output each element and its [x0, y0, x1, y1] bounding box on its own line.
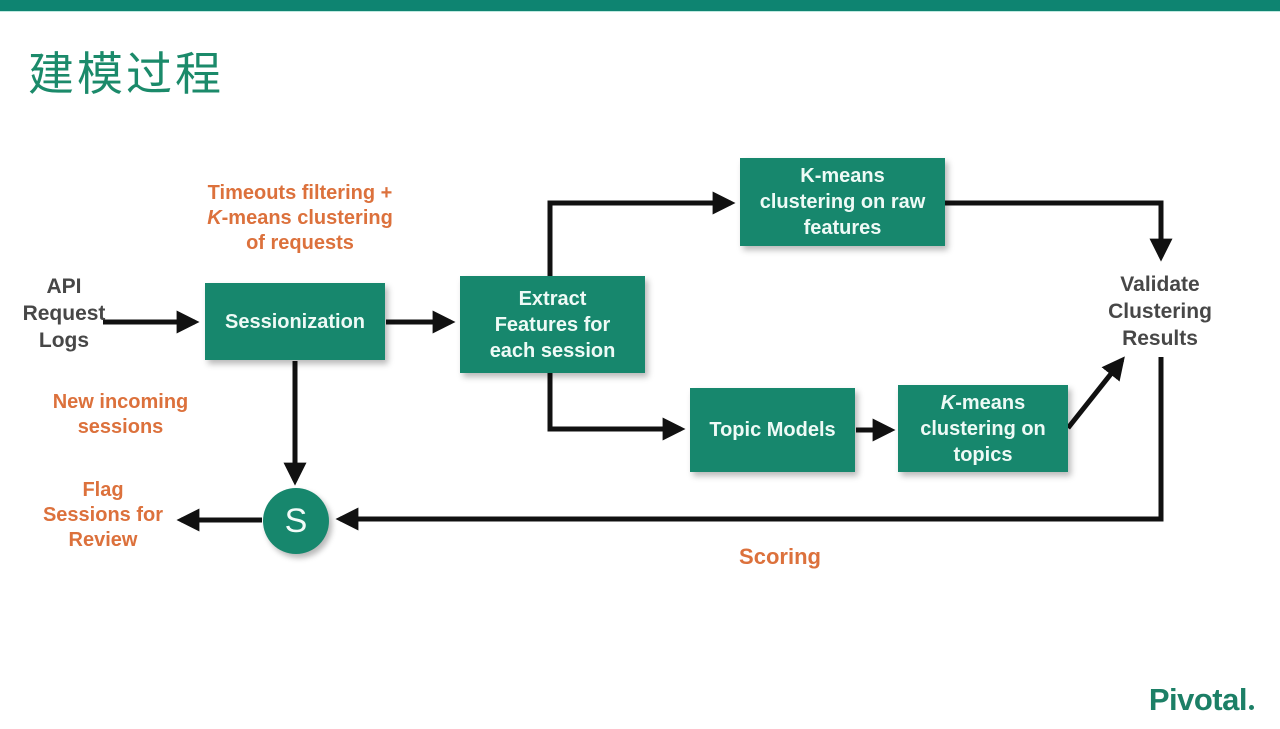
node-kmeans-topics: K-means clustering on topics: [898, 385, 1068, 472]
node-sessionization: Sessionization: [205, 283, 385, 360]
label-flag-sessions-for-review: Flag Sessions for Review: [42, 479, 164, 551]
top-accent-bar: [0, 0, 1280, 12]
arrow-kmeans-raw-to-validate: [945, 200, 1173, 262]
page-title: 建模过程: [28, 47, 224, 101]
trademark-dot-icon: [1249, 705, 1254, 710]
arrow-extract-to-kmeans-raw: [547, 191, 736, 277]
node-kmeans-raw-features: K-means clustering on raw features: [740, 158, 945, 246]
node-scoring-s: S: [263, 488, 329, 554]
arrow-kmeans-topics-to-validate: [1066, 356, 1125, 430]
label-api-request-logs: API Request Logs: [22, 275, 106, 352]
pivotal-logo: Pivotal: [1149, 682, 1254, 718]
label-new-incoming-sessions: New incoming sessions: [52, 391, 189, 438]
pivotal-logo-text: Pivotal: [1148, 682, 1248, 717]
label-scoring: Scoring: [739, 544, 821, 569]
node-topic-models: Topic Models: [690, 388, 855, 472]
node-extract-features: Extract Features for each session: [460, 276, 645, 373]
arrow-extract-to-topic-models: [547, 372, 686, 441]
arrow-validate-to-s-node: [335, 357, 1164, 531]
label-validate-clustering-results: Validate Clustering Results: [1108, 273, 1212, 350]
label-timeouts-filtering: Timeouts filtering + K-means clustering …: [207, 182, 393, 254]
